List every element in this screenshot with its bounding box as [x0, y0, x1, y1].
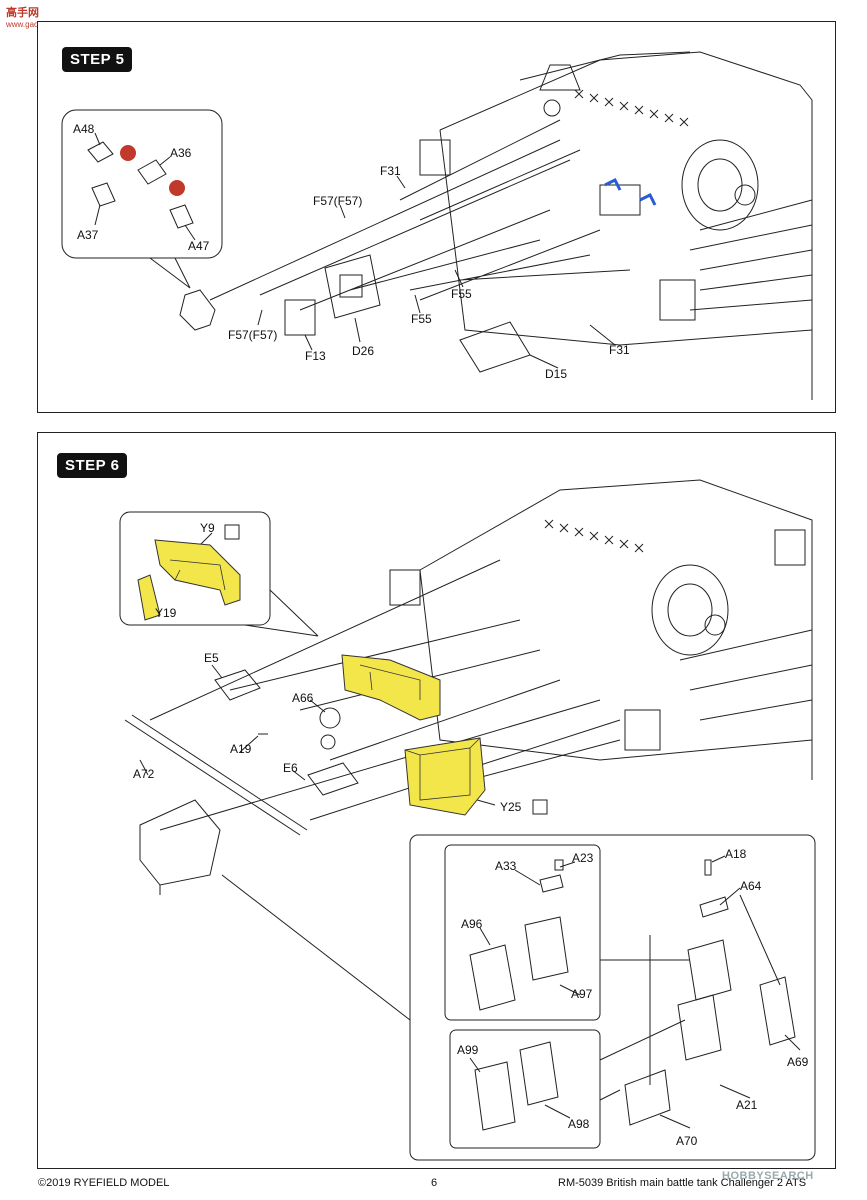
label-e5: E5 [204, 651, 219, 665]
watermark: HOBBYSEARCH [722, 1170, 814, 1182]
step6-hull [419, 479, 813, 780]
label-y25: Y25 [500, 800, 522, 814]
label-a96: A96 [461, 917, 483, 931]
step6-inset-panel [409, 834, 816, 1161]
step5-hull [439, 51, 813, 400]
jerrycan-mid2 [677, 994, 722, 1061]
step5-callout [61, 109, 223, 259]
step5-part-d15 [459, 321, 531, 373]
no-glue-symbols [120, 145, 185, 196]
label-f57-top: F57(F57) [313, 194, 363, 208]
label-f55-a: F55 [451, 287, 472, 301]
rack-a69 [759, 976, 796, 1046]
step5-box-f31-top [419, 139, 451, 176]
label-f31-top: F31 [380, 164, 401, 178]
label-a37: A37 [77, 228, 99, 242]
jerrycan-a99 [474, 1061, 516, 1131]
jerrycan-mid [687, 939, 732, 1001]
part-a64 [699, 896, 729, 918]
step6-drive-wheel [651, 564, 729, 656]
label-a23: A23 [572, 851, 594, 865]
step6-inset-box-top [444, 844, 601, 1021]
label-a99: A99 [457, 1043, 479, 1057]
pe-icon-y25 [532, 799, 548, 815]
step5-part-d26 [324, 254, 381, 319]
label-f31-right: F31 [609, 343, 630, 357]
step6-part-a66 [319, 707, 341, 729]
label-a64: A64 [740, 879, 762, 893]
label-a70: A70 [676, 1134, 698, 1148]
part-a36 [137, 159, 167, 185]
jerrycan-a98 [519, 1041, 559, 1106]
step6-part-e6 [307, 762, 359, 796]
jerrycan-a96 [469, 944, 516, 1011]
label-f57-bottom: F57(F57) [228, 328, 278, 342]
label-y19: Y19 [155, 606, 177, 620]
label-a97: A97 [571, 987, 593, 1001]
label-a69: A69 [787, 1055, 809, 1069]
pe-icon-y9 [224, 524, 240, 540]
part-a48 [87, 141, 114, 163]
label-a98: A98 [568, 1117, 590, 1131]
label-a21: A21 [736, 1098, 758, 1112]
step5-sub-part [179, 289, 216, 331]
label-a18: A18 [725, 847, 747, 861]
label-a48: A48 [73, 122, 95, 136]
label-a47: A47 [188, 239, 210, 253]
step5-badge: STEP 5 [62, 47, 133, 72]
part-a47 [169, 204, 194, 229]
step5-box-right [659, 279, 696, 321]
yellow-part-y19 [137, 574, 161, 621]
label-e6: E6 [283, 761, 298, 775]
label-a36: A36 [170, 146, 192, 160]
footer-copyright: ©2019 RYEFIELD MODEL [38, 1177, 170, 1189]
step6-sub-assembly [139, 799, 221, 886]
yellow-part-y9 [154, 539, 241, 606]
part-a33 [539, 874, 564, 893]
label-f13: F13 [305, 349, 326, 363]
yellow-part-y25 [404, 737, 486, 816]
label-a19: A19 [230, 742, 252, 756]
step6-badge: STEP 6 [57, 453, 128, 478]
part-a37 [91, 182, 116, 207]
rack-a70 [624, 1069, 671, 1126]
part-a18 [704, 859, 712, 876]
label-d15: D15 [545, 367, 568, 381]
step6-part-e5 [214, 669, 261, 701]
label-d26: D26 [352, 344, 375, 358]
label-y9: Y9 [200, 521, 215, 535]
label-f55-b: F55 [411, 312, 432, 326]
step5-panel [37, 21, 836, 413]
part-a23 [554, 859, 564, 871]
step5-part-f13 [284, 299, 316, 336]
step6-inset-box-bottom [449, 1029, 601, 1149]
footer-product: RM-5039 British main battle tank Challen… [558, 1177, 807, 1189]
jerrycan-a97 [524, 916, 569, 981]
yellow-part-y9-installed [341, 654, 441, 721]
step6-callout-y9 [119, 511, 271, 626]
label-a66: A66 [292, 691, 314, 705]
footer-page-number: 6 [431, 1177, 438, 1189]
label-a72: A72 [133, 767, 155, 781]
step5-drive-wheel [681, 139, 759, 231]
step6-part-a72 [124, 714, 308, 836]
label-a33: A33 [495, 859, 517, 873]
